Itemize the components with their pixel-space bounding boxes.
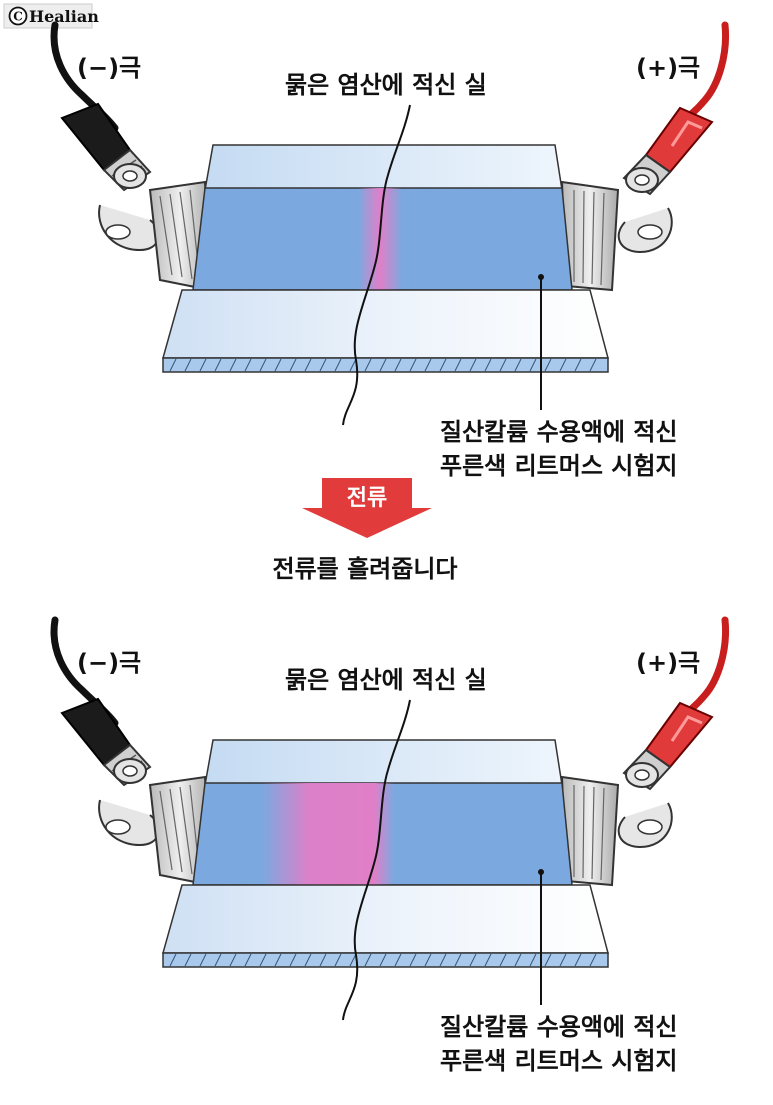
paper-label-line1: 질산칼륨 수용액에 적신	[440, 1013, 678, 1041]
pink-region-bottom	[262, 783, 394, 885]
hcl-thread	[342, 104, 411, 426]
current-arrow: 전류	[302, 478, 432, 538]
hcl-thread	[342, 699, 411, 1021]
thread-label: 묽은 염산에 적신 실	[285, 666, 487, 694]
negative-pole-label: (−)극	[77, 649, 141, 677]
down-arrow-icon	[302, 478, 432, 538]
bottom-panel: (−)극 (+)극 묽은 염산에 적신 실 질산칼륨 수용액에 적신 푸른색 리…	[54, 620, 726, 1075]
copyright-symbol: C	[13, 10, 23, 24]
glass-plate-edge	[162, 952, 609, 968]
glass-plate-back	[204, 739, 563, 786]
step-caption: 전류를 흘려줍니다	[273, 555, 458, 583]
paper-label-line2: 푸른색 리트머스 시험지	[440, 452, 678, 480]
negative-pole-label: (−)극	[77, 54, 141, 82]
glass-plate-back	[204, 144, 563, 191]
positive-pole-label: (+)극	[636, 54, 700, 82]
paper-label-line1: 질산칼륨 수용액에 적신	[440, 418, 678, 446]
copyright-icon	[8, 6, 28, 26]
watermark-text: Healian	[29, 7, 99, 26]
current-arrow-label: 전류	[347, 486, 387, 511]
top-panel: (−)극 (+)극 묽은 염산에 적신 실 질산칼륨 수용액에 적신 푸른색 리…	[54, 25, 726, 480]
watermark: C Healian	[3, 3, 99, 29]
positive-pole-label: (+)극	[636, 649, 700, 677]
paper-label-line2: 푸른색 리트머스 시험지	[440, 1047, 678, 1075]
thread-label: 묽은 염산에 적신 실	[285, 71, 487, 99]
glass-plate-edge	[162, 357, 609, 373]
